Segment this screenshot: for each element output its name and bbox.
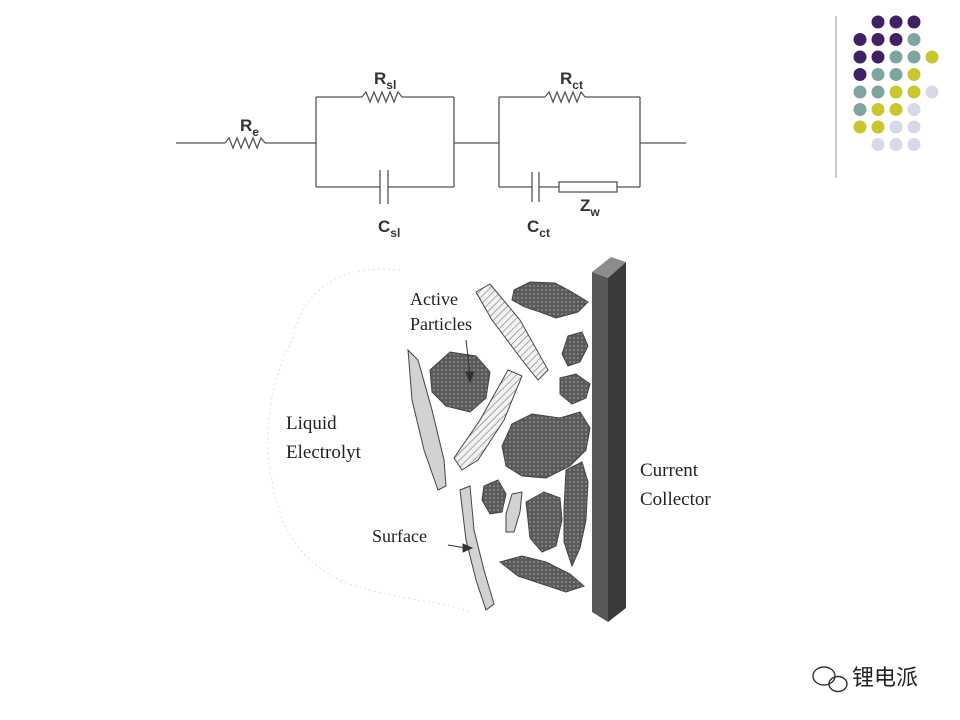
decorative-dot	[907, 103, 921, 116]
surface-particle	[459, 485, 495, 611]
surface-particle	[505, 491, 523, 533]
decorative-dot	[871, 15, 885, 29]
decorative-dot	[907, 120, 921, 134]
label-re: Re	[240, 116, 259, 139]
surface-particle	[407, 348, 447, 491]
decorative-dot	[853, 85, 867, 99]
decorative-dot	[907, 138, 921, 151]
particle	[559, 373, 591, 405]
particle	[501, 411, 591, 479]
equivalent-circuit	[176, 90, 686, 204]
decorative-dot	[871, 138, 885, 151]
label-liquid: Liquid	[286, 413, 337, 434]
decorative-dot	[907, 33, 921, 46]
decorative-dot	[889, 33, 903, 46]
label-collector: Collector	[640, 489, 711, 510]
decorative-dot	[871, 50, 885, 64]
label-cct: Cct	[527, 217, 550, 240]
decorative-dot	[925, 85, 939, 99]
decorative-dot	[871, 103, 885, 116]
decorative-dot	[871, 120, 885, 134]
label-particles: Particles	[410, 314, 472, 334]
active-particles	[407, 281, 591, 611]
decorative-dot	[853, 68, 867, 81]
particle	[563, 461, 589, 568]
current-collector	[592, 257, 626, 622]
particle	[511, 281, 589, 319]
decorative-dot	[889, 103, 903, 116]
resistor-rct	[544, 90, 586, 104]
particle	[561, 331, 589, 367]
particle	[429, 351, 491, 413]
label-electrolyt: Electrolyt	[286, 442, 362, 463]
decorative-dot	[871, 33, 885, 46]
decorative-dot	[907, 15, 921, 29]
decorative-dot	[853, 33, 867, 46]
resistor-re	[224, 136, 266, 150]
decorative-dot	[907, 50, 921, 64]
watermark-text: 锂电派	[852, 666, 918, 691]
particle	[481, 479, 507, 515]
label-csl: Csl	[378, 217, 400, 240]
hatched-particle	[453, 369, 523, 471]
decorative-dot	[889, 15, 903, 29]
decorative-dot	[871, 68, 885, 81]
decorative-dot	[907, 85, 921, 99]
watermark: 锂电派	[812, 666, 918, 693]
decorative-dot	[889, 50, 903, 64]
decorative-dot	[871, 85, 885, 99]
decorative-dot	[889, 120, 903, 134]
resistor-rsl	[361, 90, 403, 104]
decorative-dot	[889, 68, 903, 81]
label-rsl: Rsl	[374, 69, 396, 92]
decorative-dot	[853, 120, 867, 134]
decorative-dot	[889, 138, 903, 151]
decorative-dot	[853, 103, 867, 116]
label-rct: Rct	[560, 69, 583, 92]
wechat-icon	[812, 666, 848, 693]
label-current: Current	[640, 460, 699, 481]
particle	[525, 491, 563, 553]
decorative-dot	[907, 68, 921, 81]
label-active: Active	[410, 289, 458, 309]
label-zw: Zw	[580, 196, 600, 219]
decorative-dot	[889, 85, 903, 99]
decorative-dot-grid	[853, 15, 939, 151]
decorative-dot	[853, 50, 867, 64]
label-surface: Surface	[372, 526, 427, 546]
annotation-arrows	[447, 339, 475, 553]
particle	[498, 555, 585, 593]
hatched-particle	[475, 283, 549, 381]
decorative-dot	[925, 50, 939, 64]
warburg-element	[558, 181, 618, 193]
